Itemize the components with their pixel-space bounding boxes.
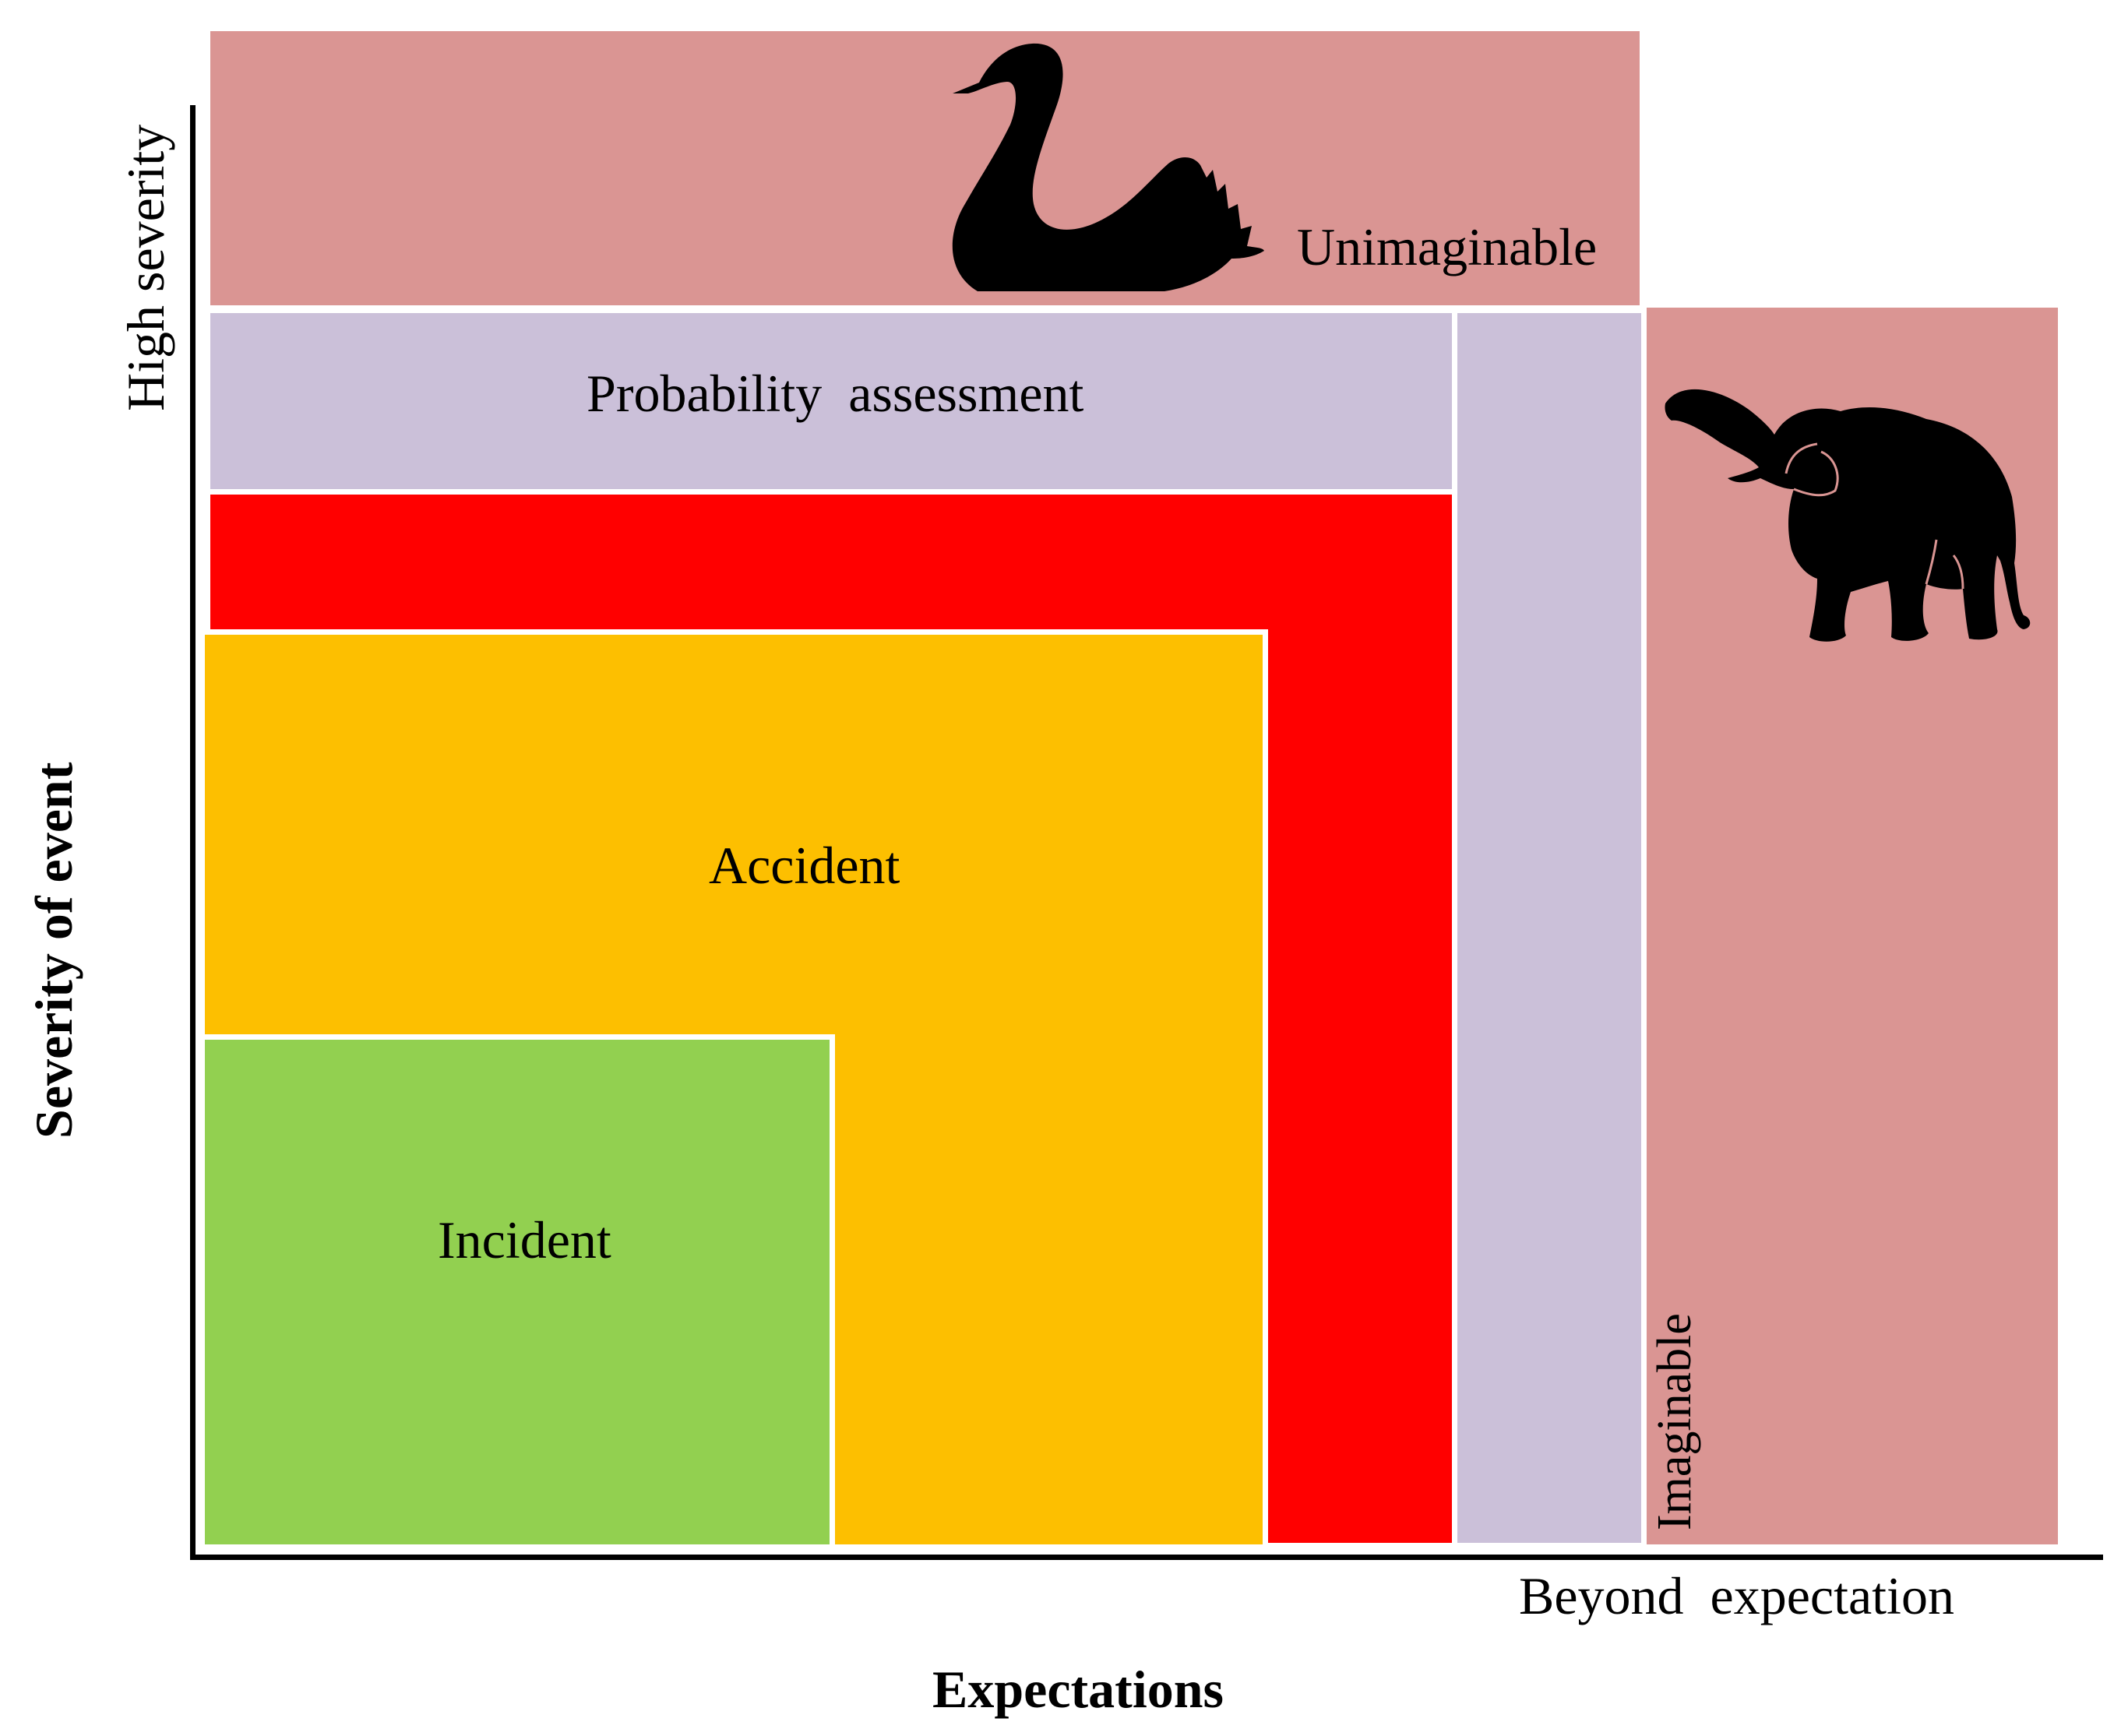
x-axis-title: Expectations xyxy=(932,1660,1224,1719)
imaginable-label: Imaginable xyxy=(1648,1313,1701,1530)
x-axis-right-label: Beyond expectation xyxy=(1519,1566,1954,1625)
x-axis-line xyxy=(190,1555,2103,1560)
unimaginable-region xyxy=(210,31,1640,305)
y-axis-top-label: High severity xyxy=(116,124,175,411)
unimaginable-label: Unimaginable xyxy=(1297,217,1598,276)
incident-region xyxy=(199,1034,835,1550)
elephant-icon xyxy=(1665,389,2031,642)
probability-assessment-label: Probability assessment xyxy=(587,364,1084,423)
probability-assessment-column xyxy=(1452,308,1647,1548)
incident-label: Incident xyxy=(438,1210,611,1269)
accident-label: Accident xyxy=(709,836,900,895)
y-axis-title: Severity of event xyxy=(24,762,83,1139)
black-swan-icon xyxy=(952,43,1264,291)
y-axis-line xyxy=(190,105,196,1560)
